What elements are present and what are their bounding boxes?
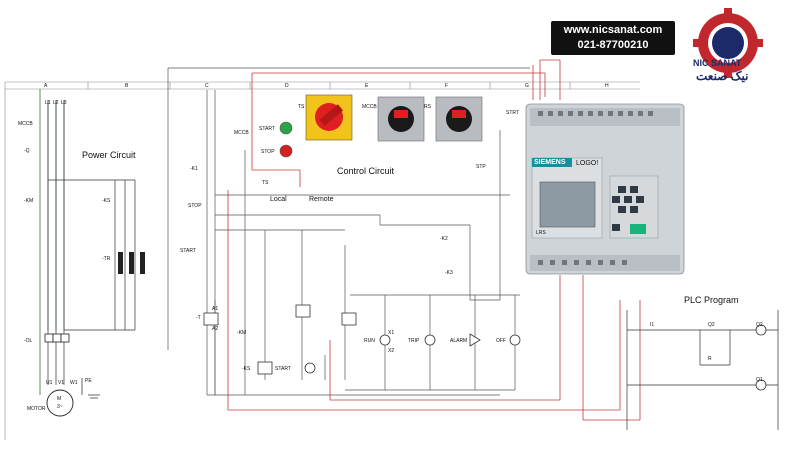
label-ts-selector: TS [298,104,305,110]
plc-label-q1: Q1 [756,377,763,383]
stop-button[interactable] [279,144,293,158]
grid-col-f: F [445,83,449,89]
label-tr: -TR [102,256,111,262]
label-pe: PE [85,378,92,384]
mccb-selector-switch[interactable] [377,96,425,142]
label-stp: STP [476,164,486,170]
plc-code: LRS [536,230,546,236]
start-button[interactable] [279,121,293,135]
label-t: -T [196,315,201,321]
label-start-3: START [275,366,291,372]
grid-col-d: D [285,83,289,89]
label-v1: V1 [58,380,65,386]
brand-name-fa: نیک صنعت [696,69,749,83]
label-ol: -OL [24,338,33,344]
rs-selector-switch[interactable] [435,96,483,142]
label-l2: L2 [53,100,59,106]
label-trip: TRIP [408,338,420,344]
plc-brand: SIEMENS [534,159,566,166]
label-rs-selector: RS [424,104,431,110]
label-mccb-power: MCCB [18,121,33,127]
plc-label-r: R [708,356,712,362]
company-logo [693,8,763,78]
label-km: -KM [237,330,247,336]
label-k3: -K3 [445,270,453,276]
website-text[interactable]: www.nicsanat.com [563,24,663,36]
label-ts: TS [262,180,269,186]
label-off: OFF [496,338,506,344]
label-l3: L3 [61,100,67,106]
brand-contact-box: www.nicsanat.com 021-87700210 [551,21,675,55]
transformer [118,252,145,274]
grid-frame [4,81,640,440]
label-motor: MOTOR [27,406,46,412]
main-selector-switch[interactable] [305,94,353,141]
plc-label-i1: I1 [650,322,655,328]
plc-program-title: PLC Program [684,295,739,305]
phone-text: 021-87700210 [577,39,649,51]
motor-3phase: 3~ [57,404,63,410]
label-start-2: START [180,248,196,254]
label-local: Local [270,196,287,203]
label-a1: A1 [212,306,219,312]
plc-model: LOGO! [576,160,599,167]
grid-col-e: E [365,83,369,89]
label-alarm: ALARM [450,338,468,344]
label-remote: Remote [309,196,334,203]
label-w1: W1 [70,380,78,386]
label-stop: STOP [261,149,275,155]
power-lines [39,89,65,395]
label-start: START [259,126,275,132]
label-run: RUN [364,338,375,344]
plc-ladder-coils [755,324,767,391]
plc-label-q2-coil: Q2 [756,322,763,328]
control-circuit-title: Control Circuit [337,166,395,176]
plc-label-q2: Q2 [708,322,715,328]
grid-col-g: G [525,83,529,89]
red-wires [227,59,641,421]
label-x1: X1 [388,330,395,336]
label-a2: A2 [212,326,219,332]
label-km-power: -KM [24,198,34,204]
label-u1: U1 [46,380,53,386]
grid-col-c: C [205,83,209,89]
label-k1: -K1 [190,166,198,172]
label-mccb-control: MCCB [234,130,249,136]
motor-m: M [57,396,62,402]
plc-device [525,103,685,275]
grid-col-b: B [125,83,129,89]
label-stop-2: STOP [188,203,202,209]
power-circuit-title: Power Circuit [82,150,136,160]
indicator-lamps [304,333,521,374]
grid-col-a: A [44,83,48,89]
motor-symbol [46,378,100,417]
label-strt: STRT [506,110,519,116]
label-mccb-selector: MCCB [362,104,377,110]
label-k2: -K2 [440,236,448,242]
label-l1: L1 [45,100,51,106]
label-ks: -KS [242,366,251,372]
label-x2: X2 [388,348,395,354]
brand-name-en: NIC SANAT [693,58,742,68]
label-ks-power: -KS [102,198,111,204]
label-q: -Q [24,148,30,154]
overload-relay [44,333,70,343]
plc-ladder [626,310,779,430]
grid-col-h: H [605,83,609,89]
relay-coils [203,304,357,375]
